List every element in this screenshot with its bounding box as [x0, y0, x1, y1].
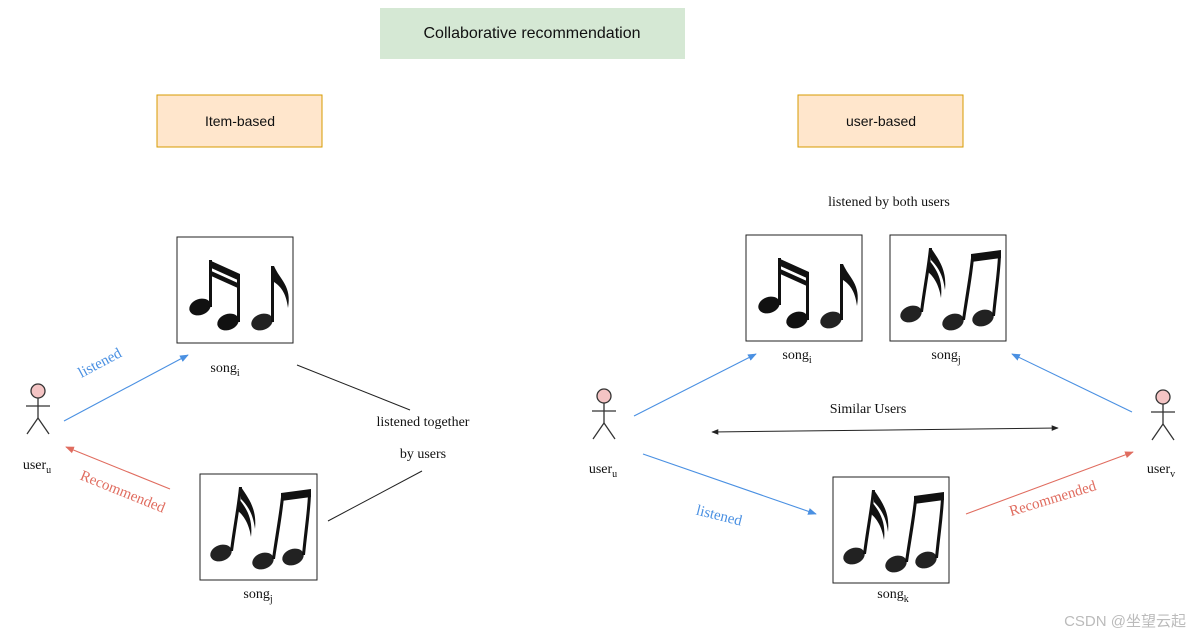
listened-together-label-line2: by users [400, 447, 446, 462]
song-k-label: songk [877, 587, 908, 605]
listened-arrow-user-u-to-song-i [633, 353, 757, 417]
watermark-text: CSDN @坐望云起 [1064, 613, 1186, 630]
song-j-label-left: songj [243, 587, 272, 605]
user-u-label-right: useru [589, 462, 617, 480]
listened-arrow-user-v-to-song-j [1011, 353, 1133, 413]
user-based-box: user-based [797, 94, 964, 148]
user-u-left-figure-icon [25, 383, 51, 435]
title-box: Collaborative recommendation [380, 8, 685, 59]
song-i-label-left: songi [210, 361, 239, 379]
song-j-card-right [889, 234, 1007, 342]
together-connector-bottom [327, 470, 423, 522]
similar-users-label: Similar Users [830, 402, 907, 417]
user-v-label: userv [1147, 462, 1175, 480]
recommended-arrow-left [65, 446, 171, 490]
item-based-box: Item-based [156, 94, 323, 148]
user-based-label: user-based [846, 113, 916, 129]
song-j-label-right: songj [931, 348, 960, 366]
recommended-label-left: Recommended [78, 468, 168, 517]
item-based-label: Item-based [205, 113, 275, 129]
user-u-label-left: useru [23, 458, 51, 476]
user-v-figure-icon [1150, 389, 1176, 441]
listened-arrow-user-u-to-song-k [642, 453, 817, 515]
song-i-card-right [745, 234, 863, 342]
listened-arrow-left [63, 354, 189, 422]
recommended-arrow-right [965, 451, 1134, 515]
user-u-right-figure-icon [591, 388, 617, 440]
title-text: Collaborative recommendation [424, 25, 641, 42]
recommended-label-right: Recommended [1007, 478, 1098, 520]
listened-by-both-users-label: listened by both users [828, 195, 950, 210]
song-k-card [832, 476, 950, 584]
listened-label-left: listened [76, 345, 125, 381]
together-connector-top [296, 364, 411, 411]
song-i-card-left [176, 236, 294, 344]
listened-label-right: listened [694, 503, 744, 530]
similar-users-arrow [711, 425, 1059, 435]
listened-together-label-line1: listened together [377, 415, 470, 430]
song-j-card-left [199, 473, 318, 581]
song-i-label-right: songi [782, 348, 811, 366]
